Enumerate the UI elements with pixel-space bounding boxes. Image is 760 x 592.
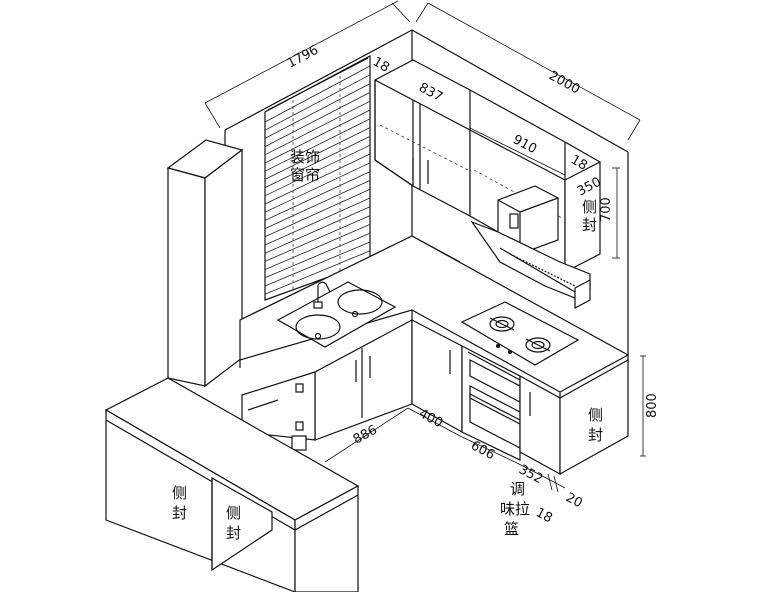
label-side-lower-1: 侧 xyxy=(588,406,603,424)
blind-slat xyxy=(264,171,371,221)
blind-slat xyxy=(264,109,371,164)
gas-stove xyxy=(460,301,580,366)
blind-slat xyxy=(264,127,371,180)
lower-cabinets-back xyxy=(241,318,413,451)
dim-800: 800 xyxy=(645,393,660,418)
blind-slat xyxy=(264,250,371,295)
label-basket-3: 篮 xyxy=(504,520,519,538)
dim-1796: 1796 xyxy=(285,43,321,72)
blind-slat xyxy=(264,232,371,279)
lower-cabinets-right xyxy=(411,319,629,476)
label-basket-1: 调 xyxy=(510,480,525,498)
dim-18-bottom: 18 xyxy=(533,505,555,526)
blind-slat xyxy=(264,241,371,287)
label-window-line2: 窗帘 xyxy=(290,166,320,184)
blind-slat xyxy=(264,74,371,131)
blind-slat xyxy=(264,118,371,172)
blind-slat xyxy=(264,92,371,147)
blind-slat xyxy=(264,180,371,229)
range-hood xyxy=(470,185,591,309)
sink xyxy=(276,281,397,348)
label-side-left-a-2: 封 xyxy=(172,504,187,522)
label-side-left-a-1: 侧 xyxy=(172,484,187,502)
component-labels: 装饰 窗帘 侧 封 侧 封 侧 封 侧 封 调 味拉 篮 xyxy=(172,148,603,542)
label-side-upper-2: 封 xyxy=(582,216,597,234)
blind-slat xyxy=(264,215,371,262)
blind-slat xyxy=(264,153,371,205)
dim-700: 700 xyxy=(599,197,614,222)
blind-slat xyxy=(264,188,371,238)
blind-slat xyxy=(264,197,371,246)
blind-slat xyxy=(264,136,371,188)
dim-2000: 2000 xyxy=(546,68,582,97)
dim-18-right: 18 xyxy=(568,152,590,173)
blind-slat xyxy=(264,144,371,197)
label-window-line1: 装饰 xyxy=(290,148,320,166)
dim-20: 20 xyxy=(563,490,585,511)
blind-slat xyxy=(264,83,371,139)
blind-slat xyxy=(264,206,371,254)
blind-slat xyxy=(264,65,371,123)
bar-counter xyxy=(104,377,360,592)
label-side-lower-2: 封 xyxy=(588,426,603,444)
label-side-left-b-2: 封 xyxy=(226,524,241,542)
blind-slat xyxy=(264,224,371,270)
label-side-left-b-1: 侧 xyxy=(226,504,241,522)
blind-slat xyxy=(264,100,371,156)
label-basket-2: 味拉 xyxy=(500,500,530,518)
dim-886: 886 xyxy=(351,423,380,448)
tall-cabinet xyxy=(166,139,244,388)
blind-slat xyxy=(264,162,371,213)
dim-18-top: 18 xyxy=(370,54,392,75)
label-side-upper-1: 侧 xyxy=(582,198,597,216)
